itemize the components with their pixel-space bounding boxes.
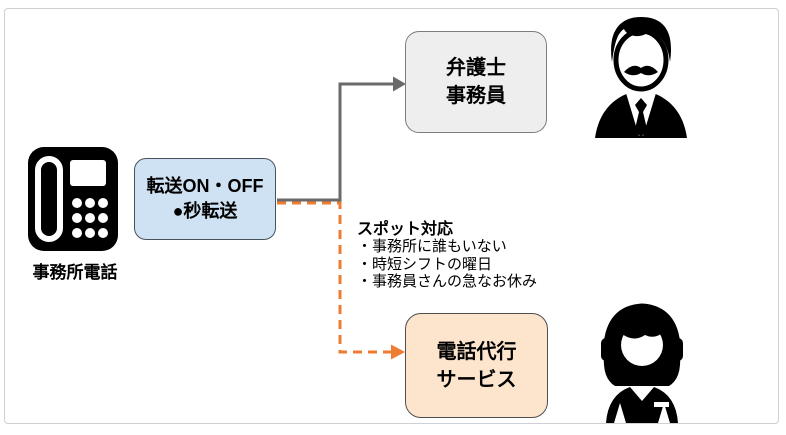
answering-service-box: 電話代行 サービス: [405, 313, 548, 418]
office-phone-label: 事務所電話: [32, 263, 118, 282]
spot-support-list: ・事務所に誰もいない ・時短シフトの曜日 ・事務員さんの急なお休み: [357, 238, 537, 291]
female-operator-icon: [601, 303, 683, 423]
spot-support-item: ・時短シフトの曜日: [357, 255, 493, 273]
spot-support-item: ・事務員さんの急なお休み: [357, 273, 538, 290]
office-phone-icon: [28, 147, 118, 251]
answering-service-line1: 電話代行: [436, 340, 517, 363]
spot-support-title: スポット対応: [357, 221, 454, 238]
spot-support-item: ・事務所に誰もいない: [357, 238, 507, 255]
answering-service-line2: サービス: [436, 368, 517, 391]
forwarding-settings-line2: ●秒転送: [172, 201, 238, 221]
lawyer-clerk-line2: 事務員: [446, 85, 506, 107]
forwarding-settings-box: 転送ON・OFF ●秒転送: [134, 158, 276, 240]
lawyer-clerk-line1: 弁護士: [446, 57, 506, 79]
forwarding-settings-line1: 転送ON・OFF: [146, 176, 264, 196]
diagram-canvas-border: [4, 8, 779, 424]
lawyer-clerk-box: 弁護士 事務員: [405, 31, 547, 133]
male-clerk-icon: [595, 17, 687, 138]
